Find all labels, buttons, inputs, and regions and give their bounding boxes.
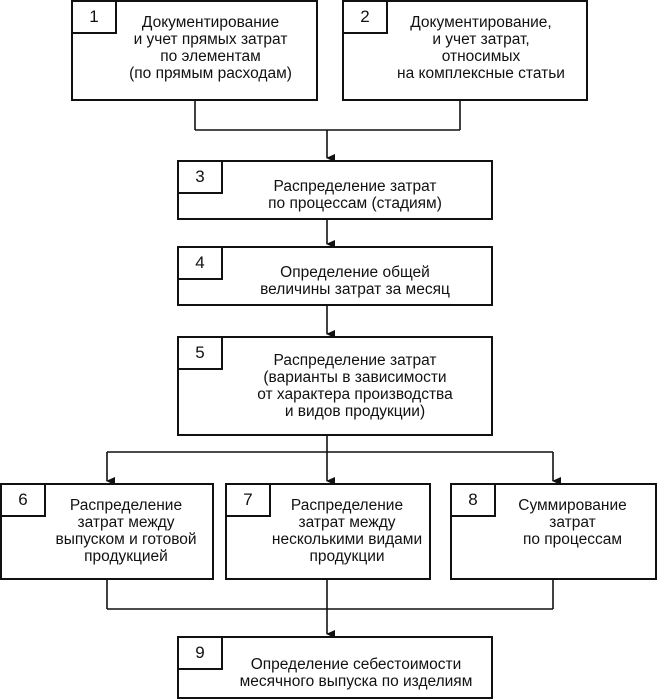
step-8-number: 8 [450, 483, 496, 517]
step-8-text: Суммирование затрат по процессам [518, 497, 627, 548]
step-3-text: Распределение затрат по процессам (стади… [268, 178, 442, 212]
step-6-text: Распределение затрат между выпуском и го… [55, 497, 197, 565]
step-1-text: Документирование и учет прямых затрат по… [129, 14, 292, 82]
step-9-text: Определение себестоимости месячного выпу… [239, 656, 473, 690]
step-7-box: 7 Распределение затрат между несколькими… [225, 483, 431, 580]
step-5-text: Распределение затрат (варианты в зависим… [257, 352, 453, 420]
step-1-number: 1 [71, 0, 117, 34]
step-8-box: 8 Суммирование затрат по процессам [450, 483, 657, 580]
step-1-box: 1 Документирование и учет прямых затрат … [71, 0, 318, 101]
step-2-box: 2 Документирование, и учет затрат, относ… [342, 0, 588, 101]
step-9-box: 9 Определение себестоимости месячного вы… [177, 636, 493, 699]
step-5-box: 5 Распределение затрат (варианты в завис… [177, 336, 493, 436]
step-7-number: 7 [225, 483, 271, 517]
step-5-number: 5 [177, 336, 223, 370]
step-9-number: 9 [177, 636, 223, 670]
step-2-text: Документирование, и учет затрат, относим… [397, 14, 565, 82]
step-4-box: 4 Определение общей величины затрат за м… [177, 246, 493, 306]
step-3-number: 3 [177, 160, 223, 194]
step-4-number: 4 [177, 246, 223, 280]
step-6-box: 6 Распределение затрат между выпуском и … [0, 483, 214, 580]
step-3-box: 3 Распределение затрат по процессам (ста… [177, 160, 493, 220]
step-4-text: Определение общей величины затрат за мес… [260, 264, 450, 298]
step-2-number: 2 [342, 0, 388, 34]
step-7-text: Распределение затрат между несколькими в… [271, 497, 423, 565]
step-6-number: 6 [0, 483, 46, 517]
